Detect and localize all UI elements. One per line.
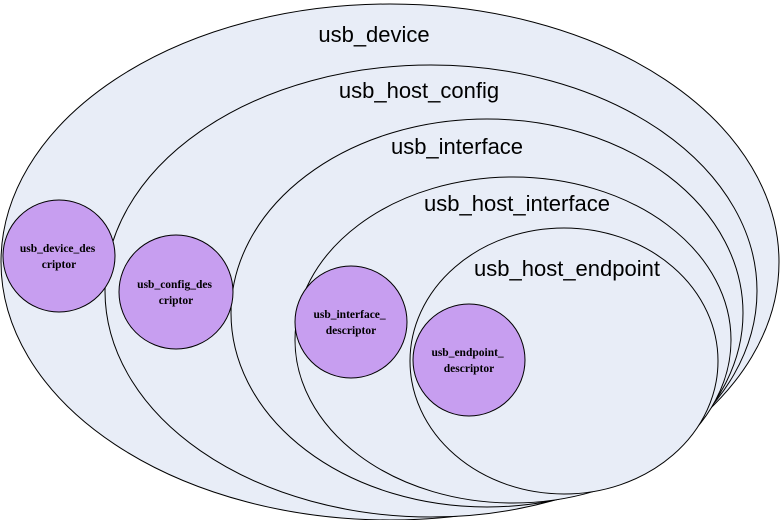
usb-device-descriptor-circle: [2, 199, 116, 313]
usb-host-endpoint-ellipse: [409, 227, 719, 495]
usb-device-label: usb_device: [318, 22, 429, 47]
usb-interface-descriptor-line-2: descriptor: [326, 325, 376, 337]
usb-interface-descriptor-label: usb_interface_ descriptor: [313, 309, 388, 337]
usb-endpoint-descriptor-circle: [412, 303, 526, 417]
usb-host-endpoint-container: usb_host_endpoint: [409, 227, 719, 495]
usb-interface-label: usb_interface: [391, 134, 523, 159]
usb-host-interface-label: usb_host_interface: [424, 191, 610, 216]
usb-endpoint-descriptor-label: usb_endpoint_ descriptor: [431, 347, 506, 375]
usb-device-descriptor-line-2: criptor: [42, 259, 76, 271]
usb-endpoint-descriptor-node: usb_endpoint_ descriptor: [412, 303, 526, 417]
usb-interface-descriptor-node: usb_interface_ descriptor: [294, 265, 408, 379]
usb-host-endpoint-label: usb_host_endpoint: [474, 256, 660, 281]
usb-interface-descriptor-line-1: usb_interface_: [313, 309, 385, 321]
usb-config-descriptor-line-2: criptor: [159, 295, 193, 307]
usb-device-descriptor-label: usb_device_des criptor: [20, 243, 98, 271]
usb-endpoint-descriptor-line-1: usb_endpoint_: [431, 347, 503, 359]
usb-config-descriptor-node: usb_config_des criptor: [118, 234, 234, 350]
usb-host-config-label: usb_host_config: [339, 78, 499, 103]
usb-config-descriptor-line-1: usb_config_des: [137, 279, 212, 291]
usb-config-descriptor-label: usb_config_des criptor: [137, 279, 215, 307]
usb-device-descriptor-line-1: usb_device_des: [20, 243, 96, 255]
usb-interface-descriptor-circle: [294, 265, 408, 379]
usb-config-descriptor-circle: [118, 234, 234, 350]
usb-endpoint-descriptor-line-2: descriptor: [444, 363, 494, 375]
usb-device-descriptor-node: usb_device_des criptor: [2, 199, 116, 313]
